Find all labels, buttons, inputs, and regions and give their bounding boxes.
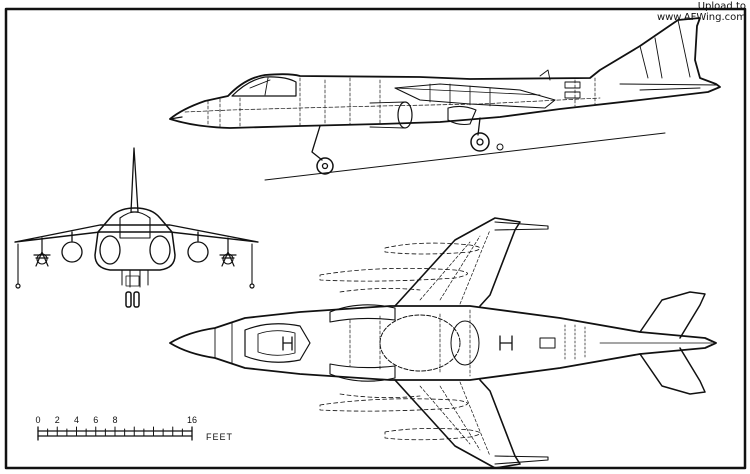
side-view-nose-wheel <box>316 157 334 175</box>
front-view-wing <box>14 224 259 243</box>
side-view-canopy <box>231 76 297 97</box>
front-view-store-left <box>33 237 51 267</box>
scale-unit-label: FEET <box>206 432 233 442</box>
watermark-line-1: Upload to <box>697 1 746 12</box>
watermark-line-2: www.AFWing.com <box>656 12 746 23</box>
side-view-intake <box>397 101 413 129</box>
front-view-tank-right <box>187 241 209 263</box>
front-view <box>14 147 259 308</box>
front-view-fin <box>130 147 139 213</box>
top-view-canopy <box>244 323 311 363</box>
side-view-main-wheel <box>470 132 490 152</box>
side-view-fin <box>639 19 691 79</box>
front-view-intake-right <box>149 235 171 265</box>
top-view <box>169 217 717 469</box>
top-view-tailplane-lower <box>639 347 706 395</box>
side-view-nose-gear <box>311 125 323 161</box>
scale-tick-label: 2 <box>55 415 60 425</box>
drawing-frame <box>4 7 747 470</box>
front-view-store-right <box>219 237 237 267</box>
top-view-wing-lower <box>394 379 521 469</box>
scale-bar: 0 2 4 6 8 16 FEET <box>35 415 233 442</box>
top-view-fuselage <box>169 305 717 381</box>
top-view-tailplane-upper <box>639 291 706 339</box>
scale-tick-label: 6 <box>93 415 98 425</box>
scale-tick-label: 16 <box>187 415 197 425</box>
scale-tick-label: 8 <box>112 415 117 425</box>
front-view-tank-left <box>61 241 83 263</box>
front-view-main-wheels <box>125 291 132 308</box>
top-view-wing-upper <box>394 217 521 307</box>
side-view <box>169 17 721 181</box>
side-view-main-gear <box>477 117 481 136</box>
front-view-intake-left <box>99 235 121 265</box>
scale-tick-label: 4 <box>74 415 79 425</box>
side-view-nozzle <box>447 105 477 126</box>
side-view-ground-line <box>264 132 666 181</box>
front-view-fuselage <box>94 207 176 271</box>
side-view-wing-pod <box>394 83 556 109</box>
scale-tick-label: 0 <box>35 415 40 425</box>
side-view-fuselage <box>169 17 721 129</box>
side-view-tailplane <box>619 83 719 91</box>
